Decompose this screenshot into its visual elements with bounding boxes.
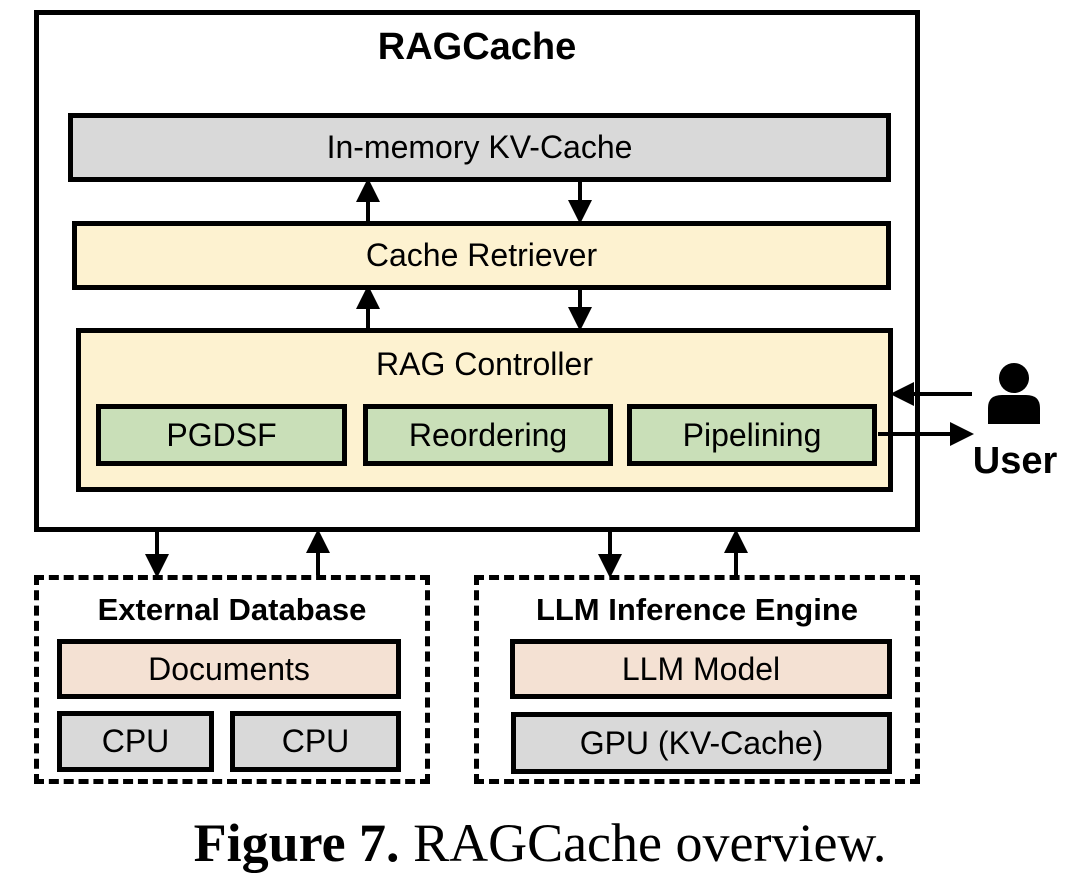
figure-caption: Figure 7. RAGCache overview. [0, 812, 1080, 874]
figure-label: Figure 7. [193, 813, 400, 873]
component-pgdsf: PGDSF [96, 404, 347, 466]
kv-cache-box: In-memory KV-Cache [68, 113, 891, 182]
gpu-kv-cache-box: GPU (KV-Cache) [511, 712, 892, 774]
llm-engine-title: LLM Inference Engine [535, 592, 859, 627]
component-pipelining: Pipelining [627, 404, 877, 466]
cpu-box-1: CPU [57, 711, 214, 772]
llm-engine-container [474, 575, 920, 784]
external-database-container [34, 575, 430, 784]
ragcache-title: RAGCache [377, 26, 577, 68]
external-database-title: External Database [97, 592, 367, 627]
llm-model-box: LLM Model [510, 639, 892, 699]
documents-box: Documents [57, 639, 401, 699]
component-reordering: Reordering [363, 404, 613, 466]
figure-caption-text: RAGCache overview. [399, 813, 887, 873]
user-label: User [972, 440, 1058, 482]
cache-retriever-box: Cache Retriever [72, 221, 891, 290]
rag-controller-title: RAG Controller [376, 346, 593, 382]
user-icon [984, 362, 1044, 424]
ragcache-container [34, 10, 920, 532]
cpu-box-2: CPU [230, 711, 401, 772]
